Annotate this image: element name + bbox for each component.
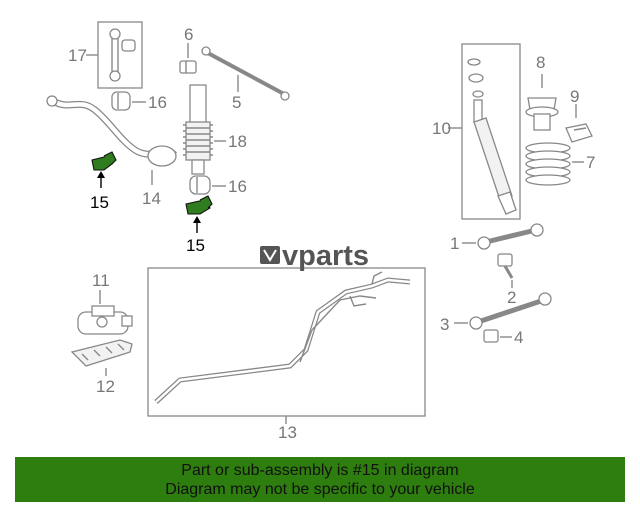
info-banner: Part or sub-assembly is #15 in diagram D… — [15, 457, 625, 502]
callout-8: 8 — [536, 53, 545, 72]
part-16-bushing-lower[interactable] — [189, 175, 226, 195]
part-15-bracket-left[interactable] — [91, 151, 117, 188]
callout-16-upper: 16 — [148, 93, 167, 112]
logo-text: vparts — [282, 240, 369, 272]
part-2-bolt[interactable] — [497, 253, 514, 288]
callout-1: 1 — [450, 234, 459, 253]
part-7-coil-spring[interactable] — [525, 142, 584, 186]
callout-6: 6 — [184, 25, 193, 44]
callout-11: 11 — [92, 271, 110, 290]
part-1-control-arm[interactable] — [462, 223, 544, 250]
banner-line-2: Diagram may not be specific to your vehi… — [165, 481, 475, 498]
callout-13: 13 — [278, 423, 297, 442]
parts-diagram: 17 16 14 15 6 5 — [46, 21, 595, 442]
part-8-spring-seat[interactable] — [525, 74, 559, 131]
callout-7: 7 — [586, 153, 595, 172]
part-17-stabilizer-link[interactable] — [86, 21, 143, 89]
part-4-nut[interactable] — [483, 329, 512, 343]
callout-16-lower: 16 — [228, 177, 247, 196]
part-13-brake-line-assembly[interactable] — [147, 267, 426, 424]
part-18-shock-absorber[interactable] — [183, 84, 226, 175]
part-9-bumper[interactable] — [565, 104, 593, 143]
callout-9: 9 — [570, 87, 579, 106]
callout-3: 3 — [440, 315, 449, 334]
part-15-bracket-middle[interactable] — [185, 195, 213, 233]
part-11-valve[interactable] — [77, 290, 133, 335]
callout-5: 5 — [232, 93, 241, 112]
callout-14: 14 — [142, 189, 161, 208]
part-6-bolt[interactable] — [179, 43, 197, 74]
part-3-lower-arm[interactable] — [454, 292, 552, 330]
part-5-rod[interactable] — [201, 46, 290, 101]
vparts-logo: vparts — [260, 240, 369, 272]
part-12-heat-shield[interactable] — [70, 339, 133, 376]
callout-2: 2 — [507, 288, 516, 307]
callout-10: 10 — [432, 119, 451, 138]
callout-17: 17 — [68, 46, 87, 65]
callout-18: 18 — [228, 132, 247, 151]
banner-line-1: Part or sub-assembly is #15 in diagram — [181, 462, 459, 479]
callout-15-middle: 15 — [186, 236, 205, 255]
part-16-bushing-upper[interactable] — [111, 91, 146, 111]
callout-15-left: 15 — [90, 193, 109, 212]
callout-4: 4 — [514, 328, 523, 347]
part-10-shock-absorber-assembly[interactable] — [448, 43, 521, 220]
part-14-stabilizer-bar[interactable] — [46, 95, 178, 185]
callout-12: 12 — [96, 377, 115, 396]
